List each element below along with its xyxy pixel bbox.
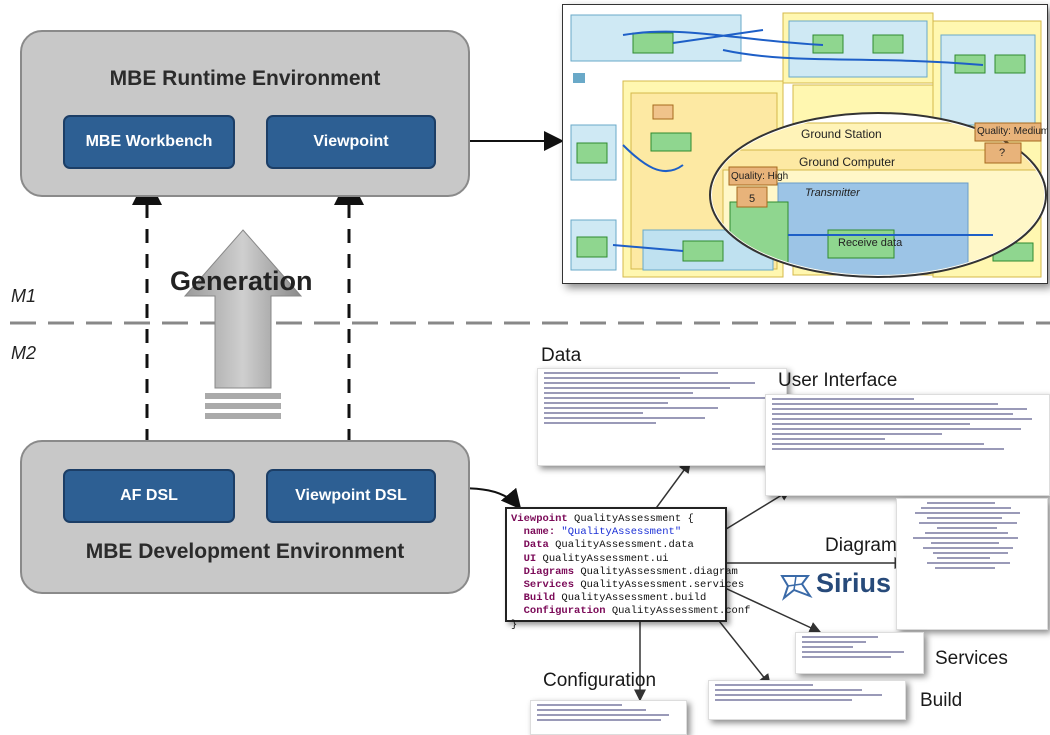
code-kw-services: Services bbox=[523, 579, 575, 592]
code-kw-viewpoint: Viewpoint bbox=[511, 513, 568, 525]
services-file-preview bbox=[795, 632, 924, 674]
diagram-caption: Diagram bbox=[825, 535, 897, 556]
quality-medium-label: Quality: Medium bbox=[977, 126, 1048, 137]
transmitter-label: Transmitter bbox=[805, 187, 860, 199]
build-caption: Build bbox=[920, 690, 963, 711]
code-kw-name: name: bbox=[523, 526, 556, 539]
af-dsl-node[interactable]: AF DSL bbox=[63, 469, 235, 523]
user-interface-caption: User Interface bbox=[778, 370, 898, 391]
code-viewpoint-rest: QualityAssessment { bbox=[567, 513, 694, 525]
code-configuration-rest: QualityAssessment.conf bbox=[605, 605, 751, 618]
viewpoint-editor-screenshot: Ground Station Ground Computer Quality: … bbox=[562, 4, 1048, 284]
code-kw-build: Build bbox=[523, 592, 556, 605]
build-file-preview bbox=[708, 680, 906, 720]
data-file-preview bbox=[537, 368, 787, 466]
quality-medium-value: ? bbox=[999, 147, 1006, 159]
runtime-environment: MBE Runtime Environment bbox=[20, 30, 470, 197]
sirius-star-icon bbox=[780, 575, 813, 601]
level-m1: M1 bbox=[11, 286, 37, 306]
configuration-file-preview bbox=[530, 700, 687, 735]
code-kw-ui: UI bbox=[523, 552, 537, 565]
sirius-label: Sirius bbox=[816, 568, 892, 598]
code-kw-diagrams: Diagrams bbox=[523, 565, 575, 578]
configuration-caption: Configuration bbox=[543, 670, 657, 691]
runtime-title: MBE Runtime Environment bbox=[109, 67, 381, 90]
code-ui-rest: QualityAssessment.ui bbox=[536, 552, 669, 565]
code-kw-configuration: Configuration bbox=[523, 605, 606, 618]
ground-station-label: Ground Station bbox=[801, 127, 882, 141]
code-kw-data: Data bbox=[523, 539, 549, 552]
development-title: MBE Development Environment bbox=[85, 540, 405, 563]
code-diagrams-rest: QualityAssessment.diagram bbox=[574, 565, 738, 578]
viewpoint-node[interactable]: Viewpoint bbox=[266, 115, 436, 169]
viewpoint-dsl-node[interactable]: Viewpoint DSL bbox=[266, 469, 436, 523]
data-caption: Data bbox=[541, 345, 582, 366]
diagram-file-preview bbox=[896, 498, 1048, 630]
quality-high-value: 5 bbox=[749, 193, 756, 205]
receive-data-label: Receive data bbox=[838, 237, 903, 249]
quality-high-label: Quality: High bbox=[731, 171, 789, 182]
viewpoint-dsl-code: Viewpoint QualityAssessment { name: "Qua… bbox=[505, 507, 750, 631]
ui-file-preview bbox=[765, 394, 1050, 496]
arrow-to-services bbox=[711, 581, 822, 634]
generation-label: Generation bbox=[170, 266, 313, 296]
code-name-value: "QualityAssessment" bbox=[555, 526, 682, 539]
mbe-workbench-node[interactable]: MBE Workbench bbox=[63, 115, 235, 169]
code-data-rest: QualityAssessment.data bbox=[548, 539, 694, 552]
generation-arrow bbox=[183, 229, 303, 419]
sirius-logo bbox=[778, 570, 814, 607]
code-services-rest: QualityAssessment.services bbox=[574, 579, 745, 592]
code-build-rest: QualityAssessment.build bbox=[555, 592, 707, 605]
level-m2: M2 bbox=[11, 343, 37, 363]
code-closing-brace: } bbox=[511, 618, 518, 631]
editor-canvas bbox=[570, 12, 1047, 278]
ground-computer-label: Ground Computer bbox=[799, 155, 896, 169]
services-caption: Services bbox=[935, 648, 1008, 669]
